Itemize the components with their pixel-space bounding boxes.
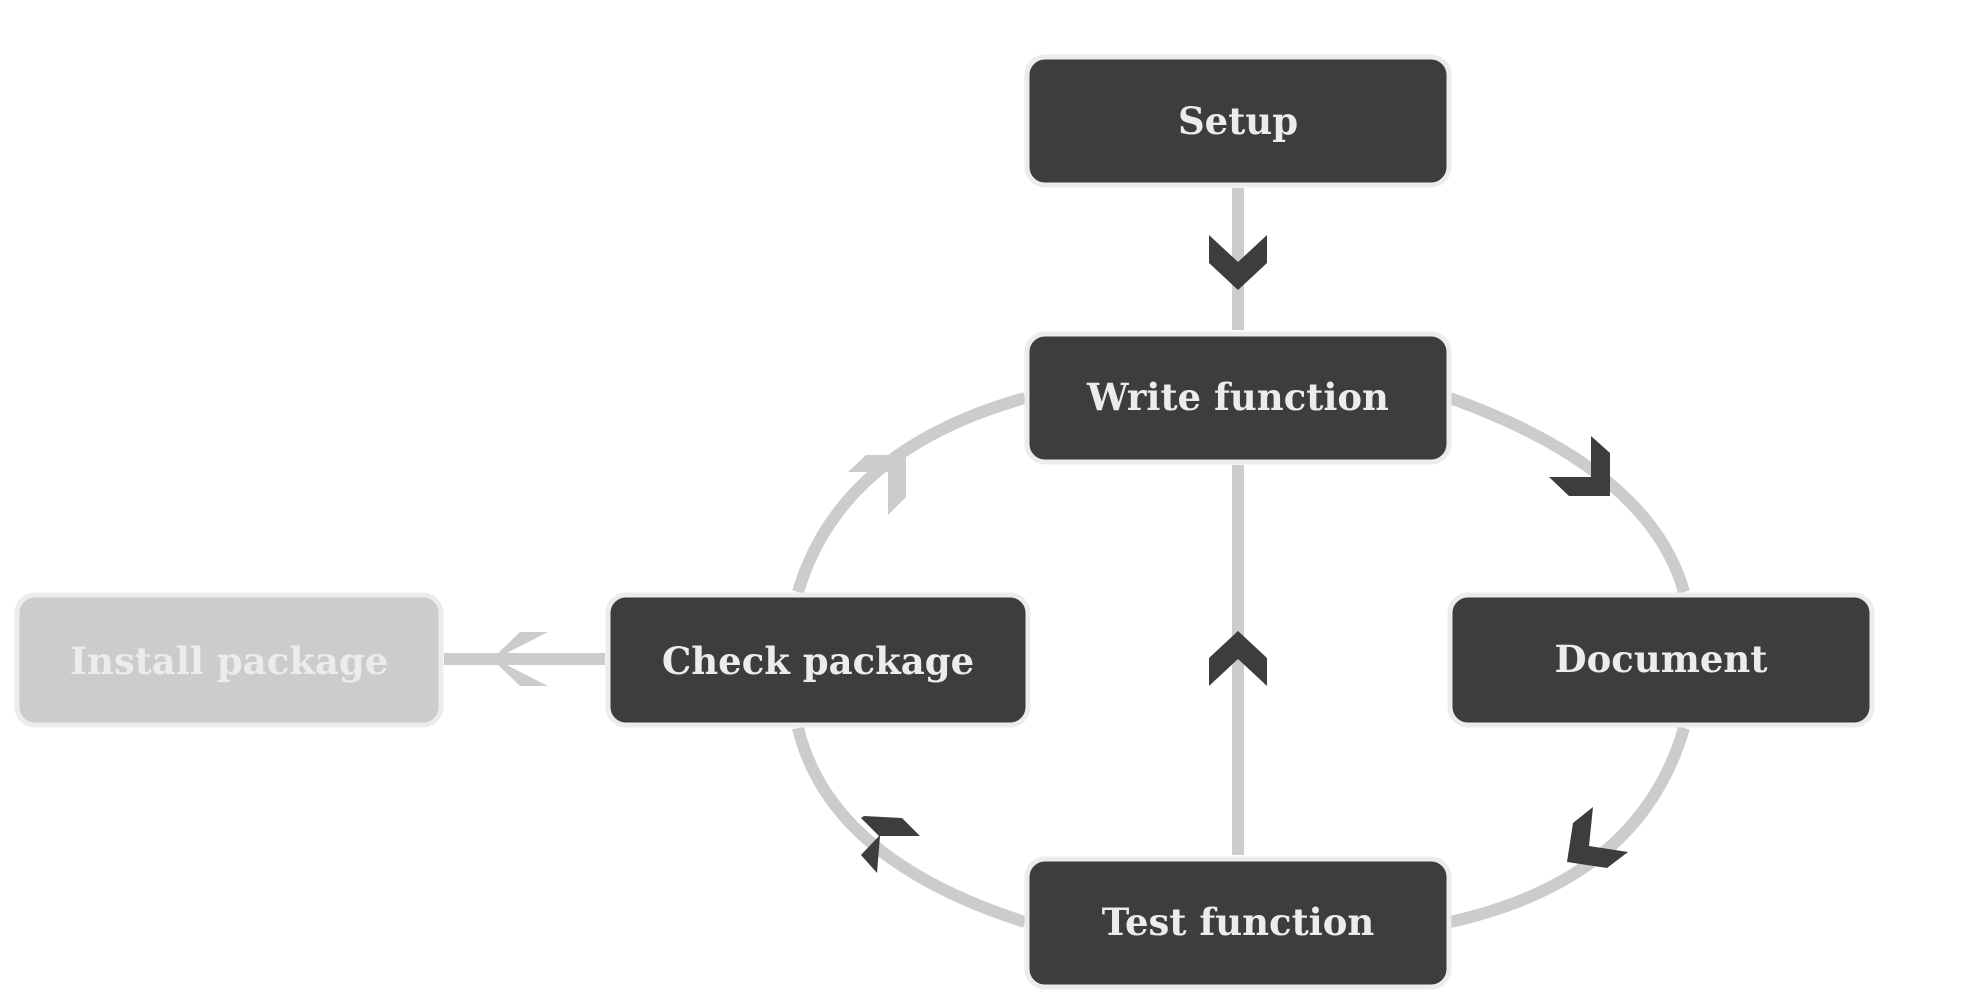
- arrowhead-document-to-test: [1567, 807, 1628, 868]
- node-setup[interactable]: Setup: [1024, 54, 1452, 188]
- node-document-box: [1447, 592, 1875, 728]
- arrowhead-write-to-document: [1549, 436, 1610, 496]
- edge-document-to-test: [1448, 726, 1690, 928]
- edge-test-to-check: [792, 726, 1027, 928]
- arrowheads: [492, 235, 1628, 873]
- node-check-package[interactable]: Check package: [605, 592, 1031, 728]
- node-document[interactable]: Document: [1447, 592, 1875, 728]
- edge-write-to-document: [1447, 392, 1690, 594]
- arrowhead-setup-to-write: [1209, 235, 1267, 290]
- node-test-function-label: Test function: [1102, 900, 1375, 944]
- node-install-package[interactable]: Install package: [14, 592, 444, 728]
- arrowhead-test-to-check: [861, 816, 920, 873]
- node-install-package-box: [14, 592, 444, 728]
- node-test-function[interactable]: Test function: [1024, 856, 1452, 990]
- node-document-label: Document: [1555, 637, 1768, 681]
- node-setup-label: Setup: [1178, 99, 1298, 143]
- node-check-package-label: Check package: [662, 639, 974, 683]
- node-install-package-label: Install package: [70, 639, 389, 683]
- arrowhead-test-to-write: [1209, 631, 1267, 686]
- edges: [444, 188, 1690, 928]
- node-test-function-box: [1024, 856, 1452, 990]
- arrowhead-check-to-install: [492, 632, 548, 686]
- node-write-function-box: [1024, 331, 1452, 465]
- node-write-function[interactable]: Write function: [1024, 331, 1452, 465]
- arrowhead-check-to-write: [848, 455, 906, 515]
- node-write-function-label: Write function: [1086, 375, 1389, 419]
- node-check-package-box: [605, 592, 1031, 728]
- edge-check-to-write: [792, 392, 1027, 594]
- node-setup-box: [1024, 54, 1452, 188]
- nodes: Setup Write function Document Test funct…: [14, 54, 1875, 990]
